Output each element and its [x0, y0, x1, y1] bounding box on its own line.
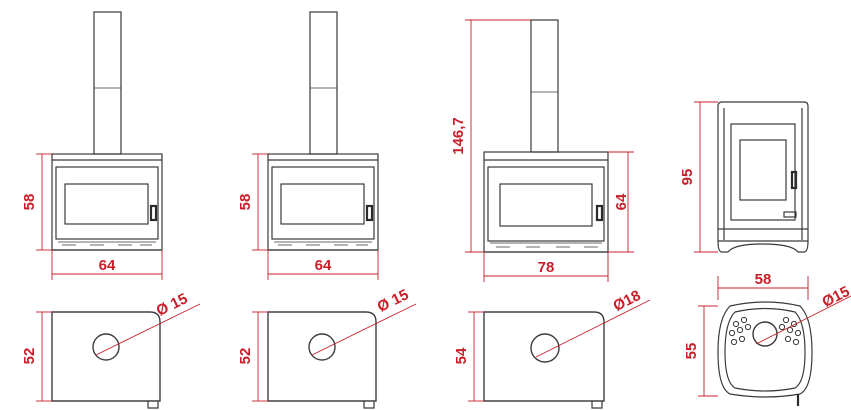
width-label: 78	[538, 259, 555, 276]
door-handle	[365, 204, 374, 222]
width-label: 58	[755, 271, 772, 288]
stove-3-top-view	[483, 311, 605, 409]
stove-2-dimensions: 58 64	[237, 153, 379, 280]
glass-window	[739, 139, 787, 201]
stove-4-dimensions: 95 58	[679, 101, 809, 300]
depth-label: 52	[237, 348, 254, 365]
stove-4-top-view	[717, 301, 813, 406]
flue-outlet	[308, 333, 336, 361]
depth-label: 54	[453, 347, 470, 364]
height-label: 64	[613, 193, 630, 210]
stove-2-front-view	[267, 11, 379, 251]
stove-3-dimensions: 146,7 64 78	[450, 19, 634, 282]
depth-label: 55	[683, 343, 700, 360]
flue-pipe	[530, 19, 559, 153]
stove-1-front-view	[51, 11, 163, 251]
stove-4-top-dimensions: 55 Ø15	[683, 283, 851, 397]
width-label: 64	[99, 257, 116, 274]
door-handle	[790, 170, 798, 190]
flue-diameter-label: Ø 15	[375, 286, 412, 316]
height-label: 58	[237, 194, 254, 211]
stove-3-top-dimensions: 54 Ø18	[453, 287, 651, 402]
glass-window	[280, 183, 365, 225]
total-height-label: 146,7	[450, 117, 467, 155]
flue-diameter-label: Ø18	[610, 287, 643, 315]
glass-window	[499, 183, 593, 227]
flue-outlet	[92, 333, 120, 361]
flue-outlet	[752, 321, 778, 347]
stove-1: 58 64 52 Ø 15	[21, 11, 201, 409]
stove-2: 58 64 52 Ø 15	[237, 11, 417, 409]
fire-door	[271, 166, 375, 240]
height-label: 58	[21, 194, 38, 211]
fire-door	[487, 166, 605, 242]
fire-door	[55, 166, 159, 240]
flue-pipe	[93, 11, 122, 155]
stove-3: 146,7 64 78 54 Ø18	[450, 19, 651, 409]
air-holes	[728, 316, 802, 346]
stove-1-top-view	[51, 311, 161, 409]
stove-1-dimensions: 58 64	[21, 153, 163, 280]
height-label: 95	[679, 169, 696, 186]
depth-label: 52	[21, 348, 38, 365]
stove-3-front-view	[483, 19, 609, 253]
width-label: 64	[315, 257, 332, 274]
door-handle	[149, 204, 158, 222]
air-control	[783, 211, 797, 218]
flue-diameter-label: Ø 15	[154, 290, 191, 320]
door-handle	[595, 204, 604, 222]
flue-pipe	[309, 11, 338, 155]
glass-window	[64, 183, 149, 225]
flue-outlet	[530, 333, 560, 363]
stove-4-front-view	[717, 101, 809, 253]
stove-4: 95 58 55 Ø15	[679, 101, 851, 406]
stove-2-top-view	[267, 311, 377, 409]
flue-diameter-label: Ø15	[819, 283, 851, 311]
